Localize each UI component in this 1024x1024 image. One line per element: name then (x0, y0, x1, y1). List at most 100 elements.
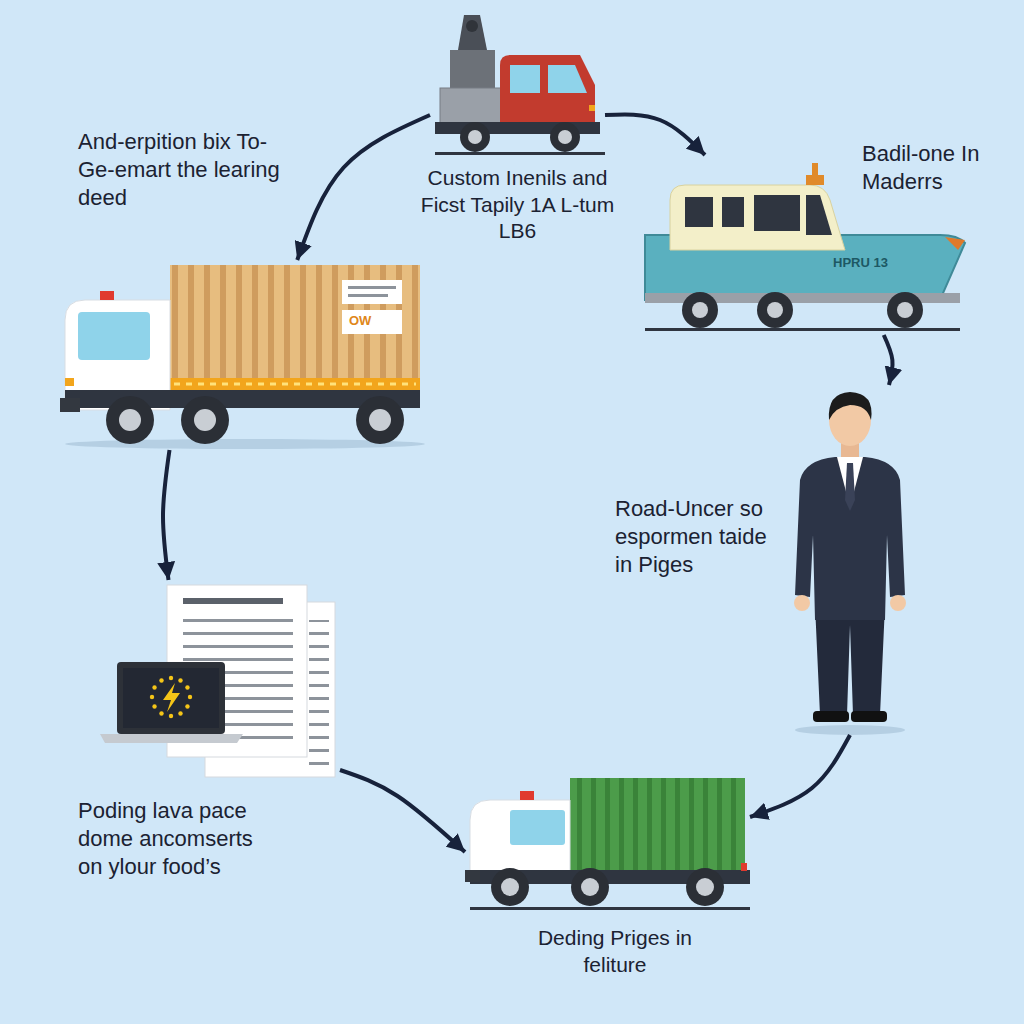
crane-truck-part (468, 130, 482, 144)
crane-truck-part (500, 55, 595, 125)
businessman-part (794, 595, 810, 611)
crane-truck-part (458, 15, 487, 50)
container-truck-part (348, 294, 388, 297)
container-truck-part (170, 265, 420, 383)
green-truck-part (470, 907, 750, 910)
amphibious-vehicle-part (812, 163, 818, 177)
crane-truck-part (550, 122, 580, 152)
crane-truck-part (460, 122, 490, 152)
amphibious-vehicle-part (692, 302, 708, 318)
businessman-part (815, 605, 885, 715)
flow-arrow (297, 115, 430, 260)
container-truck-part (356, 396, 404, 444)
container-truck-part (174, 383, 416, 386)
star-ring-part (159, 678, 163, 682)
documents-laptop-part (100, 734, 243, 743)
green-truck-part (570, 778, 745, 870)
container-truck-part (348, 286, 396, 289)
amphibious-vehicle-part (945, 237, 965, 250)
flow-arrow (605, 114, 705, 155)
container-truck-part (170, 378, 420, 391)
businessman (794, 392, 906, 735)
container-truck-part (170, 265, 420, 383)
green-truck (465, 778, 750, 910)
crane-truck-part (466, 20, 478, 32)
container-truck-part (369, 409, 391, 431)
amphibious-vehicle-part (670, 185, 845, 250)
star-ring-part (185, 685, 189, 689)
container-truck (60, 265, 425, 449)
amphibious-vehicle-part (682, 292, 718, 328)
flow-arrow (750, 735, 850, 817)
green-truck-part (571, 868, 609, 906)
crane-truck-part (440, 88, 505, 126)
amphibious-vehicle-part (645, 328, 960, 331)
star-ring-part (152, 685, 156, 689)
flow-arrow (340, 770, 465, 852)
vehicle-number: HPRU 13 (833, 256, 888, 270)
crane-truck-part (450, 50, 495, 90)
green-truck-part (470, 800, 570, 880)
businessman-part (890, 595, 906, 611)
container-truck-part (342, 310, 402, 334)
amphibious-vehicle-part (754, 195, 800, 231)
star-ring-part (178, 711, 182, 715)
star-ring-part (152, 704, 156, 708)
star-ring (150, 676, 192, 718)
businessman-part (795, 457, 905, 620)
crane-truck-part (510, 65, 540, 93)
flow-arrow (884, 335, 893, 385)
star-ring-part (150, 695, 154, 699)
container-truck-part (100, 291, 114, 300)
green-truck-part (686, 868, 724, 906)
caption-text: Poding lava pace dome ancomserts on ylou… (78, 797, 278, 881)
green-truck-part (501, 878, 519, 896)
businessman-part (795, 725, 905, 735)
container-truck-part (181, 396, 229, 444)
crane-truck-part (589, 105, 595, 111)
businessman-part (851, 711, 887, 722)
illustration-node: Poding lava pace dome ancomserts on ylou… (95, 580, 340, 780)
flow-arrow (163, 450, 170, 580)
amphibious-vehicle-part (887, 292, 923, 328)
documents-laptop-part (117, 662, 225, 734)
star-ring-part (188, 695, 192, 699)
documents-laptop-part (123, 668, 219, 728)
green-truck-part (465, 870, 480, 882)
green-truck-part (491, 868, 529, 906)
documents-laptop-part (309, 620, 329, 765)
caption-text: And-erpition bix To-Ge-emart the learing… (78, 128, 293, 212)
container-truck-part (65, 378, 74, 386)
illustration-node: Road-Uncer so espormen taide in Piges (785, 385, 915, 735)
green-truck-part (510, 810, 565, 845)
crane-truck-part (548, 65, 587, 93)
green-truck-part (581, 878, 599, 896)
illustration-node: And-erpition bix To-Ge-emart the learing… (60, 260, 425, 450)
amphibious-vehicle-part (757, 292, 793, 328)
caption-text: Deding Priges in feliture (505, 925, 725, 978)
amphibious-vehicle-part (806, 175, 824, 185)
businessman-part (829, 392, 872, 420)
container-truck-part (342, 280, 402, 304)
green-truck-part (696, 878, 714, 896)
green-truck-part (570, 778, 745, 870)
crane-truck-part (435, 152, 605, 155)
amphibious-vehicle-part (806, 195, 832, 235)
caption-text: Custom Inenils and Ficst Tapily 1A L-tum… (415, 165, 620, 245)
businessman-part (845, 463, 855, 511)
illustration-node: Badil-one In Maderrs (640, 155, 965, 335)
container-truck-part (119, 409, 141, 431)
documents-laptop-part (163, 683, 180, 712)
caption-text: Badil-one In Maderrs (862, 140, 1012, 196)
container-truck-part (194, 409, 216, 431)
star-ring-part (185, 704, 189, 708)
documents-laptop-part (183, 598, 283, 604)
container-mark: OW (349, 314, 371, 328)
illustration-node: Custom Inenils and Ficst Tapily 1A L-tum… (430, 10, 605, 160)
crane-truck (435, 15, 605, 155)
amphibious-vehicle-part (897, 302, 913, 318)
crane-truck-part (558, 130, 572, 144)
amphibious-vehicle-part (767, 302, 783, 318)
